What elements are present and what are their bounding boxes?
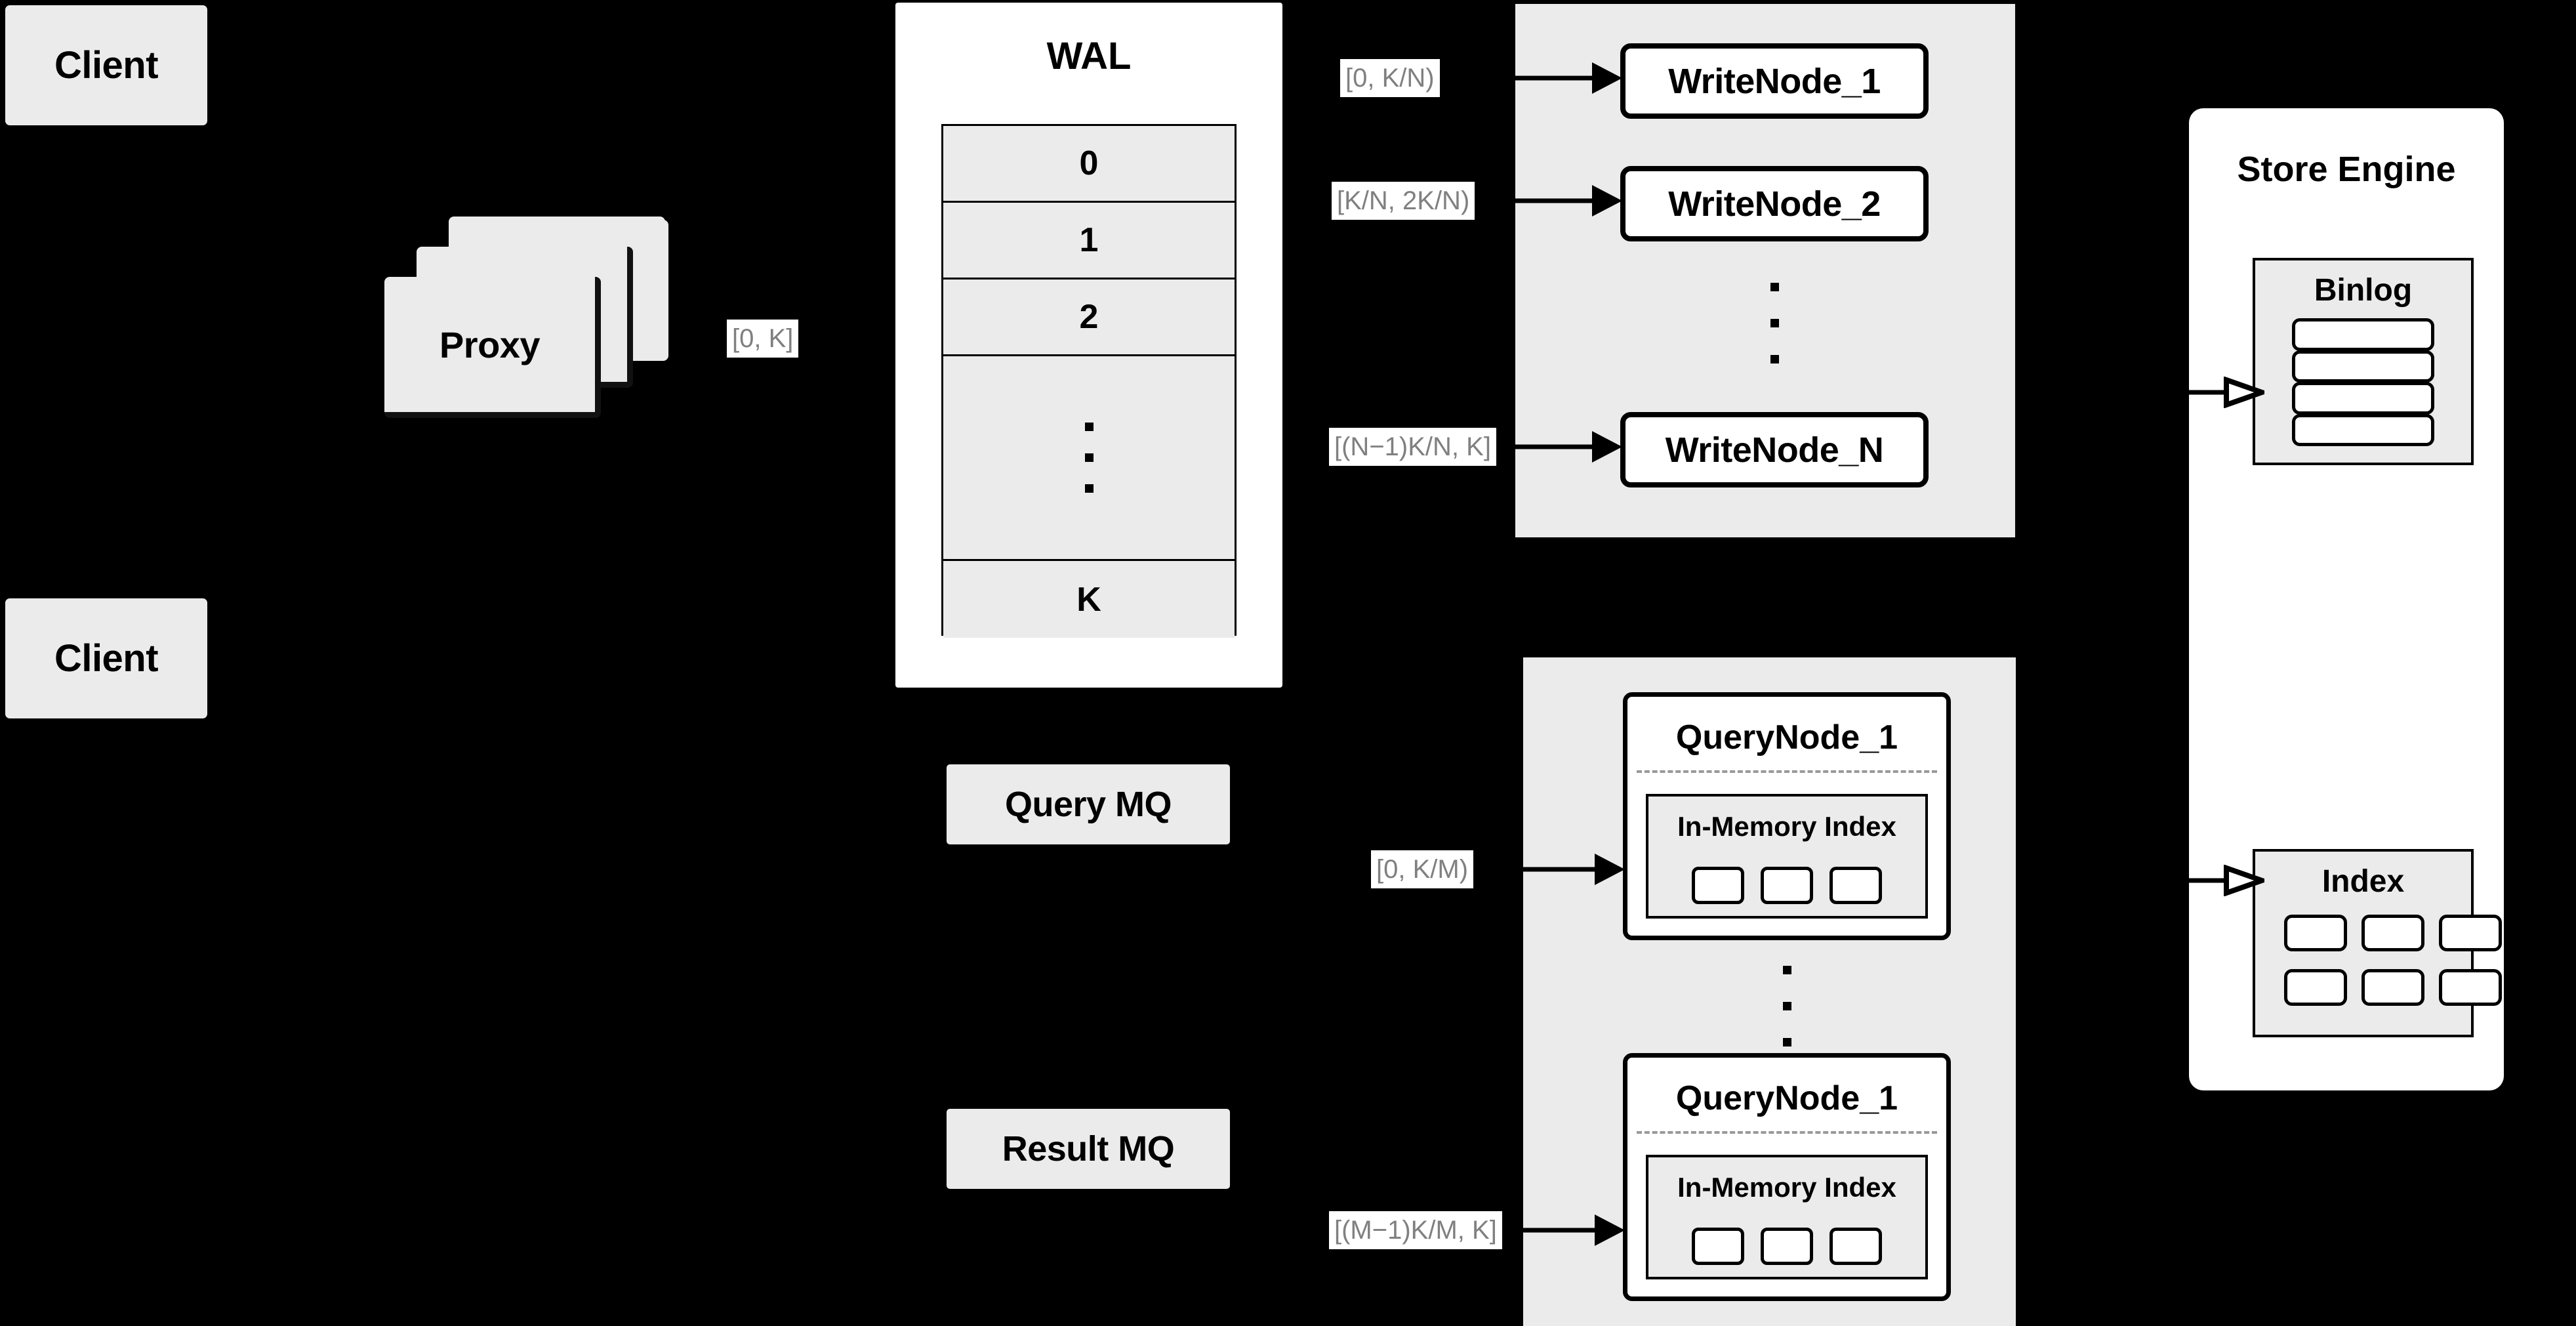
store-engine-panel: Store Engine Binlog Index	[2189, 108, 2504, 1090]
index-segment	[1692, 867, 1744, 904]
client-box-2[interactable]: Client	[5, 598, 207, 718]
query-node-1-divider	[1637, 770, 1937, 773]
query-node-m-label: QueryNode_1	[1675, 1079, 1898, 1117]
result-mq-label: Result MQ	[1002, 1129, 1175, 1169]
wal-entry-0: 0	[943, 126, 1235, 203]
arrow-to-query-node-m	[1523, 1214, 1625, 1246]
wal-entry-2: 2	[943, 280, 1235, 356]
client-box-1[interactable]: Client	[5, 5, 207, 125]
query-node-1-range-chip: [0, K/M)	[1371, 850, 1474, 888]
proxy-label: Proxy	[439, 323, 541, 365]
query-node-m-in-memory-index: In-Memory Index	[1646, 1155, 1928, 1279]
query-node-m-range-label: [(M−1)K/M, K]	[1329, 1211, 1502, 1249]
ellipsis-dot	[1084, 453, 1094, 462]
store-index-panel: Index	[2253, 849, 2502, 1037]
query-node-1-range-label: [0, K/M)	[1371, 850, 1474, 888]
client-label-2: Client	[54, 637, 159, 680]
query-mq-box[interactable]: Query MQ	[947, 764, 1230, 844]
index-cell	[2439, 968, 2502, 1006]
write-node-pool: WriteNode_1 WriteNode_2 WriteNode_N	[1515, 4, 2015, 537]
query-node-1-in-memory-index: In-Memory Index	[1646, 794, 1928, 919]
proxy-stack[interactable]: Proxy	[384, 217, 673, 426]
index-cell	[2284, 968, 2347, 1006]
query-node-1-index-title: In-Memory Index	[1677, 811, 1896, 842]
wal-entry-last: K	[943, 561, 1235, 638]
ellipsis-dot	[1770, 319, 1779, 327]
query-node-m-index-title: In-Memory Index	[1677, 1172, 1896, 1203]
write-node-n-range-chip: [(N−1)K/N, K]	[1329, 428, 1496, 466]
write-node-2-range-chip: [K/N, 2K/N)	[1332, 182, 1475, 220]
arrow-to-query-node-1	[1523, 854, 1625, 885]
write-node-n-range-label: [(N−1)K/N, K]	[1329, 428, 1496, 466]
arrow-to-store-index	[2189, 865, 2264, 896]
ellipsis-dot	[1783, 1002, 1791, 1010]
write-node-1-label: WriteNode_1	[1668, 61, 1881, 101]
index-cell	[2361, 915, 2424, 951]
proxy-output-range-chip: [0, K]	[727, 320, 799, 358]
binlog-row	[2292, 413, 2434, 446]
result-mq-box[interactable]: Result MQ	[947, 1109, 1230, 1189]
arrow-to-write-node-n	[1515, 431, 1622, 463]
arrow-to-write-node-2	[1515, 185, 1622, 217]
query-node-1-label: QueryNode_1	[1675, 718, 1898, 756]
store-index-grid	[2284, 915, 2502, 1008]
write-node-n[interactable]: WriteNode_N	[1620, 412, 1929, 487]
write-node-1-range-label: [0, K/N)	[1340, 59, 1440, 97]
query-node-m[interactable]: QueryNode_1 In-Memory Index	[1623, 1053, 1951, 1301]
write-node-ellipsis	[1770, 283, 1779, 363]
client-label-1: Client	[54, 44, 159, 87]
wal-panel: WAL 0 1 2 K	[895, 3, 1282, 688]
query-node-ellipsis	[1783, 966, 1791, 1046]
query-node-m-divider	[1637, 1131, 1937, 1134]
query-mq-label: Query MQ	[1004, 785, 1172, 824]
arrow-to-binlog	[2189, 377, 2264, 408]
binlog-row	[2292, 350, 2434, 383]
query-node-1-index-segments	[1648, 867, 1925, 904]
wal-entry-stack: 0 1 2 K	[941, 124, 1237, 638]
query-node-m-index-segments	[1648, 1228, 1925, 1265]
ellipsis-dot	[1783, 966, 1791, 974]
ellipsis-dot	[1084, 423, 1094, 431]
index-cell	[2361, 968, 2424, 1006]
write-node-1-range-chip: [0, K/N)	[1340, 59, 1440, 97]
query-node-m-range-chip: [(M−1)K/M, K]	[1329, 1211, 1502, 1249]
query-node-1[interactable]: QueryNode_1 In-Memory Index	[1623, 692, 1951, 940]
ellipsis-dot	[1084, 484, 1094, 493]
index-segment	[1761, 1228, 1813, 1265]
binlog-panel: Binlog	[2253, 258, 2474, 465]
proxy-card-front[interactable]: Proxy	[384, 277, 601, 418]
binlog-row-list	[2292, 318, 2434, 446]
index-cell	[2439, 915, 2502, 951]
write-node-1[interactable]: WriteNode_1	[1620, 43, 1929, 119]
hollow-arrowhead-icon	[2224, 865, 2264, 896]
index-segment	[1761, 867, 1813, 904]
wal-title: WAL	[1046, 35, 1132, 77]
wal-entry-ellipsis	[943, 356, 1235, 561]
ellipsis-dot	[1770, 283, 1779, 291]
wal-entry-1: 1	[943, 203, 1235, 280]
index-segment	[1692, 1228, 1744, 1265]
store-engine-title: Store Engine	[2237, 150, 2456, 189]
arrow-to-write-node-1	[1515, 62, 1622, 94]
ellipsis-dot	[1770, 355, 1779, 363]
binlog-title: Binlog	[2314, 273, 2413, 308]
index-segment	[1830, 1228, 1882, 1265]
write-node-n-label: WriteNode_N	[1665, 430, 1884, 470]
index-cell	[2284, 915, 2347, 951]
binlog-row	[2292, 318, 2434, 351]
binlog-row	[2292, 382, 2434, 415]
write-node-2[interactable]: WriteNode_2	[1620, 166, 1929, 241]
hollow-arrowhead-icon	[2224, 377, 2264, 408]
write-node-2-label: WriteNode_2	[1668, 184, 1881, 224]
ellipsis-dot	[1783, 1038, 1791, 1046]
index-segment	[1830, 867, 1882, 904]
proxy-output-range-label: [0, K]	[727, 320, 799, 358]
write-node-2-range-label: [K/N, 2K/N)	[1332, 182, 1475, 220]
store-index-title: Index	[2321, 864, 2405, 899]
